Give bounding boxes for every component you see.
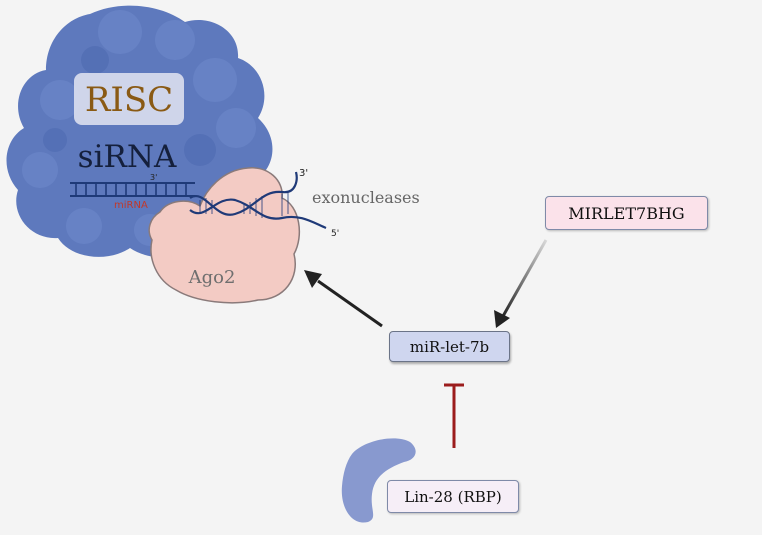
rbp-protein-blob xyxy=(341,438,416,523)
mir-let-7b-node: miR-let-7b xyxy=(389,331,510,362)
sirna-label: siRNA xyxy=(78,139,177,175)
mirna-label: miRNA xyxy=(114,200,148,211)
risc-label-box xyxy=(74,73,184,125)
risc-label: RISC xyxy=(85,80,173,120)
lin28-rbp-node: Lin-28 (RBP) xyxy=(387,480,519,513)
inhibition-lin28-to-mir-let-7b xyxy=(444,383,464,448)
prime-5-label: 5' xyxy=(331,229,339,239)
mirlet7bhg-node: MIRLET7BHG xyxy=(545,196,708,230)
helix-rungs xyxy=(199,192,289,218)
exonucleases-label: exonucleases xyxy=(312,188,420,207)
arrow-mir-let-7b-to-ago2 xyxy=(304,270,383,328)
ago2-label: Ago2 xyxy=(188,267,236,288)
prime-3-right-label: 3' xyxy=(299,168,308,179)
mirna-duplex xyxy=(70,182,195,197)
prime-3-left-label: 3' xyxy=(150,173,157,182)
arrow-mirlet7bhg-to-mir-let-7b xyxy=(494,239,548,328)
